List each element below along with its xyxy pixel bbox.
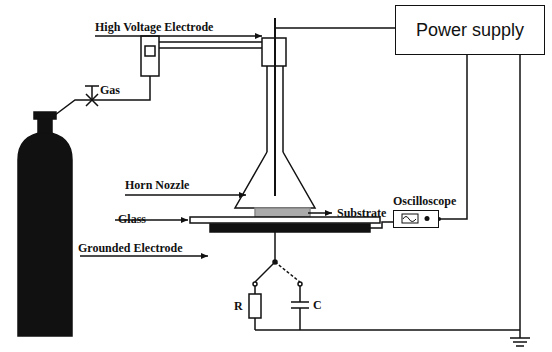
- callout-label: Substrate: [337, 206, 386, 220]
- flow-meter: [141, 36, 159, 76]
- callout-label: Horn Nozzle: [125, 178, 189, 192]
- component-label: C: [313, 298, 322, 312]
- callout-label: Grounded Electrode: [78, 241, 183, 255]
- ground-symbol: [510, 338, 530, 346]
- device-label: Oscilloscope: [393, 194, 456, 208]
- box-title: Power supply: [416, 20, 524, 41]
- callout-label: Gas: [100, 83, 120, 97]
- gas-pipe: [55, 76, 150, 115]
- substrate: [255, 208, 310, 217]
- gas-tube: [159, 42, 262, 48]
- grounded-electrode: [210, 224, 370, 232]
- callout-label: Glass: [118, 212, 146, 226]
- oscilloscope-box: [393, 210, 439, 228]
- ground-wire: [255, 329, 520, 331]
- probe-wire: [370, 222, 393, 228]
- callout-label: High Voltage Electrode: [95, 20, 213, 34]
- gas-cylinder: [18, 132, 72, 336]
- hv-electrode: [274, 18, 276, 196]
- resistor-symbol: [249, 294, 261, 318]
- power-supply-box: Power supply: [395, 5, 545, 55]
- oscilloscope: Oscilloscope: [393, 194, 456, 228]
- capacitor-symbol: [291, 286, 309, 330]
- switch-blade: [255, 262, 275, 282]
- hv-wire: [275, 18, 395, 28]
- component-label: R: [234, 299, 243, 313]
